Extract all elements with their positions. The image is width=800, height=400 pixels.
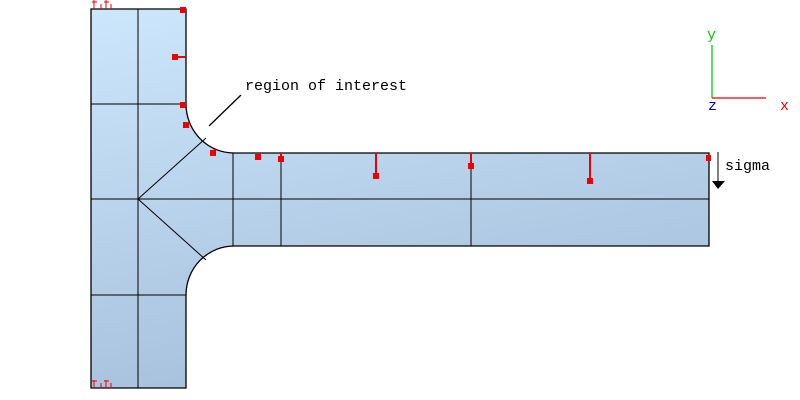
x-axis-label: x <box>780 98 789 115</box>
leader-line <box>208 94 242 127</box>
sigma-label: sigma <box>725 158 770 175</box>
region-of-interest-label: region of interest <box>245 78 407 95</box>
axis-triad: y x z <box>707 27 789 115</box>
mesh-lines <box>91 9 709 388</box>
z-axis-label: z <box>708 98 717 115</box>
sigma-load: sigma <box>712 152 770 189</box>
y-axis-label: y <box>707 27 716 44</box>
region-of-interest-annotation: region of interest <box>208 78 407 127</box>
stress-vectors <box>92 0 711 388</box>
